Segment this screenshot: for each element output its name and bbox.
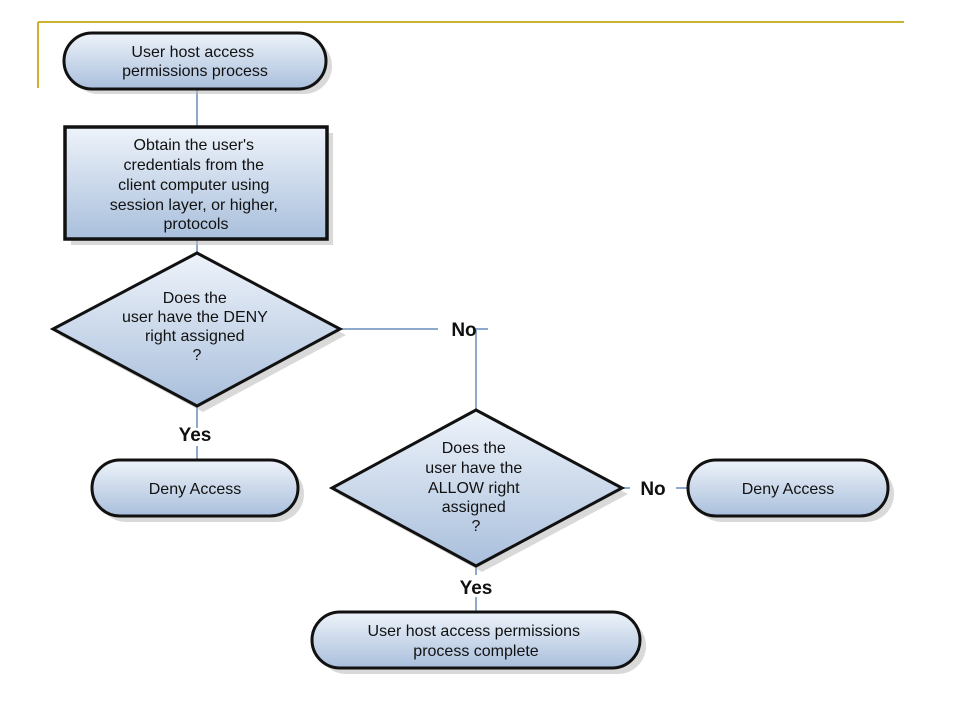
node-decision-deny-text: Does the user have the DENY right assign… [122,290,272,364]
node-complete-text: User host access permissions process com… [368,623,585,660]
label-allow-decision-no: No [640,479,665,500]
node-obtain-credentials-text: Obtain the user's credentials from the c… [110,137,283,233]
node-deny-access-right: Deny Access [686,458,894,522]
node-deny-access-right-text: Deny Access [742,481,834,498]
node-start-text: User host access permissions process [122,44,268,80]
node-complete: User host access permissions process com… [310,610,646,674]
label-deny-decision-yes: Yes [179,425,212,446]
node-deny-access-left: Deny Access [90,458,304,522]
label-allow-decision-yes: Yes [460,578,493,599]
node-decision-allow-text: Does the user have the ALLOW right assig… [425,440,526,535]
node-decision-deny: Does the user have the DENY right assign… [49,251,346,412]
slide-corner-rule [37,21,904,88]
connector-no-to-allow-decision [475,328,488,410]
node-start: User host access permissions process [62,31,332,94]
node-deny-access-left-text: Deny Access [149,481,241,498]
node-obtain-credentials: Obtain the user's credentials from the c… [63,125,333,245]
label-deny-decision-no: No [451,320,476,341]
node-decision-allow: Does the user have the ALLOW right assig… [328,408,628,572]
